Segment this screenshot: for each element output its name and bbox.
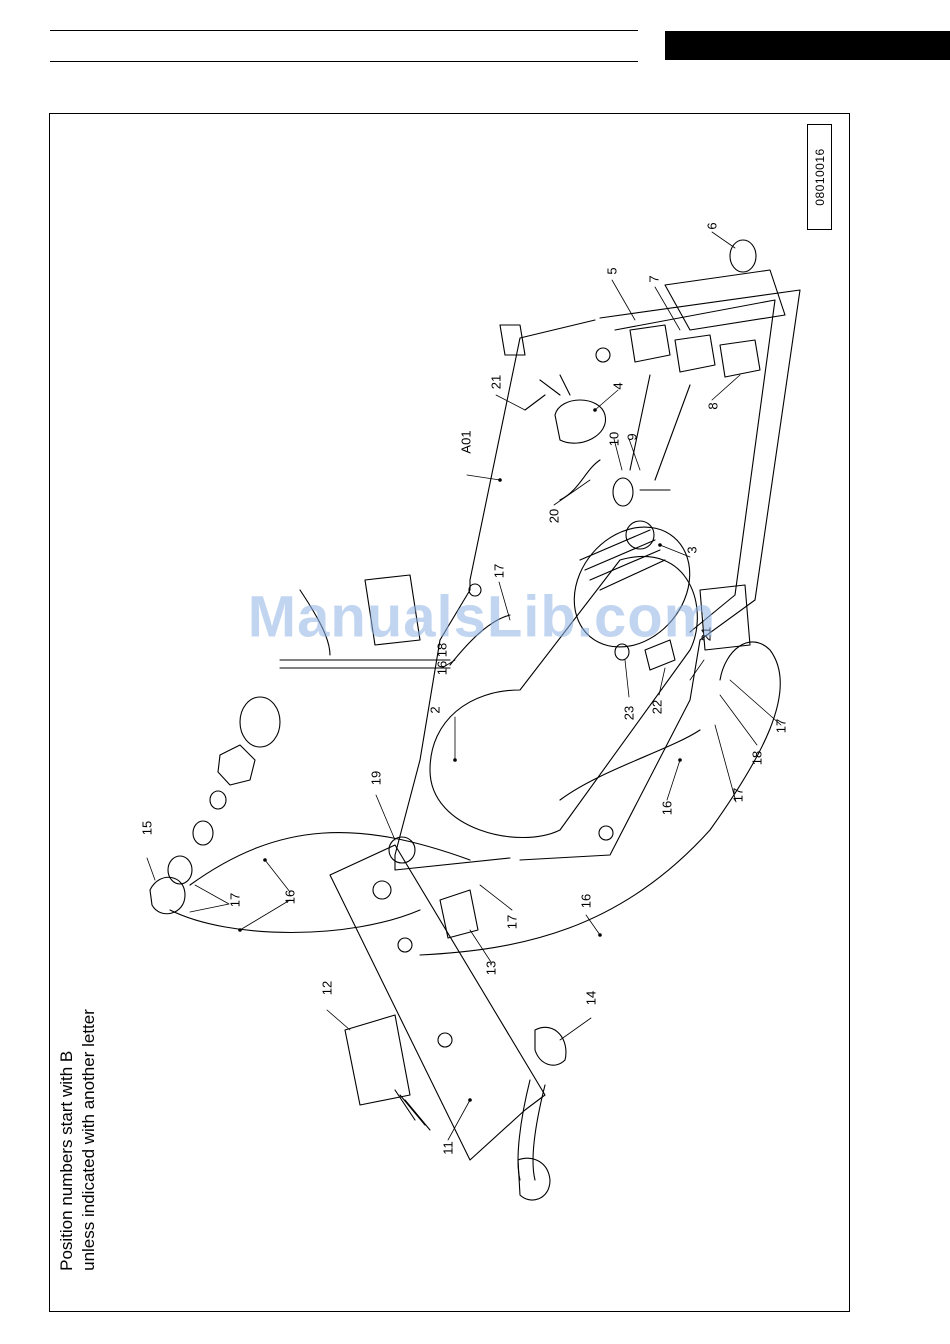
hose-16-main (170, 910, 420, 933)
frame-foot-b (599, 826, 613, 840)
pipe-21-top (525, 395, 545, 410)
callout-16-d: 16 (435, 661, 450, 675)
callout-7: 7 (647, 275, 662, 282)
outlet-15 (150, 877, 185, 913)
hose-16-upper (190, 833, 470, 885)
solenoid-13 (440, 890, 478, 938)
callout-10: 10 (607, 432, 622, 446)
washer-15a (168, 856, 192, 884)
callout-14: 14 (584, 991, 599, 1005)
callout-6: 6 (705, 222, 720, 229)
callout-21-a: 21 (489, 375, 504, 389)
callout-5: 5 (605, 267, 620, 274)
callout-9: 9 (625, 433, 640, 440)
plate-hole-a (373, 881, 391, 899)
frame-leg-a (500, 325, 525, 355)
callout-17-a: 17 (228, 893, 243, 907)
thermostat-5 (630, 325, 670, 362)
plate-hole-c (438, 1033, 452, 1047)
inlet-nut-14 (518, 1158, 550, 1200)
inlet-hose-14 (518, 1080, 545, 1180)
callout-3: 3 (685, 546, 700, 553)
hose-20 (560, 460, 600, 500)
callout-17-d: 17 (731, 788, 746, 802)
thermostat-8 (720, 340, 760, 377)
valve-stem (540, 375, 570, 395)
callout-16-a: 16 (283, 890, 298, 904)
knob-6 (730, 240, 756, 272)
washer-15b (193, 821, 213, 845)
pipe-18-top (280, 660, 450, 668)
callout-23: 23 (622, 706, 637, 720)
plate-hole-b (398, 938, 412, 952)
cable-12 (395, 1090, 430, 1130)
nut-15 (218, 745, 255, 785)
washer-15c (210, 791, 226, 809)
callout-A01: A01 (459, 430, 474, 453)
callout-16-c: 16 (660, 801, 675, 815)
leader-lines (147, 232, 781, 1140)
callout-17-e: 17 (774, 719, 789, 733)
callout-16-b: 16 (579, 894, 594, 908)
callout-17-b: 17 (505, 915, 520, 929)
callout-4: 4 (611, 382, 626, 389)
cap-15 (240, 697, 280, 747)
frame-rail-right (520, 290, 800, 860)
callout-12: 12 (320, 981, 335, 995)
callout-18-a: 18 (750, 751, 765, 765)
callout-22: 22 (650, 700, 665, 714)
callout-11: 11 (441, 1141, 456, 1155)
terminal-block-12 (345, 1015, 410, 1105)
callout-20: 20 (547, 509, 562, 523)
watermark: ManualsLib.com (248, 584, 716, 651)
frame-foot-a (596, 348, 610, 362)
callout-17-c: 17 (492, 564, 507, 578)
callout-2: 2 (428, 706, 443, 713)
hose-16-mid (560, 730, 700, 800)
plate-grommet-19 (389, 837, 415, 863)
mounting-plate-11 (330, 845, 545, 1160)
switch-7 (675, 335, 715, 372)
callout-13: 13 (484, 961, 499, 975)
heater-element (580, 530, 665, 590)
note-line-2: unless indicated with another letter (78, 1009, 100, 1271)
capillary-9 (630, 375, 690, 480)
callout-8: 8 (706, 402, 721, 409)
callout-15: 15 (140, 821, 155, 835)
callout-19: 19 (369, 771, 384, 785)
position-numbers-note: Position numbers start with B unless ind… (56, 1009, 100, 1271)
heater-flange (626, 521, 654, 549)
gland-10 (613, 478, 633, 506)
document-number: 08010016 (813, 148, 827, 205)
note-line-1: Position numbers start with B (56, 1009, 78, 1271)
valve-body (555, 400, 606, 443)
inlet-fitting-14 (535, 1027, 566, 1065)
